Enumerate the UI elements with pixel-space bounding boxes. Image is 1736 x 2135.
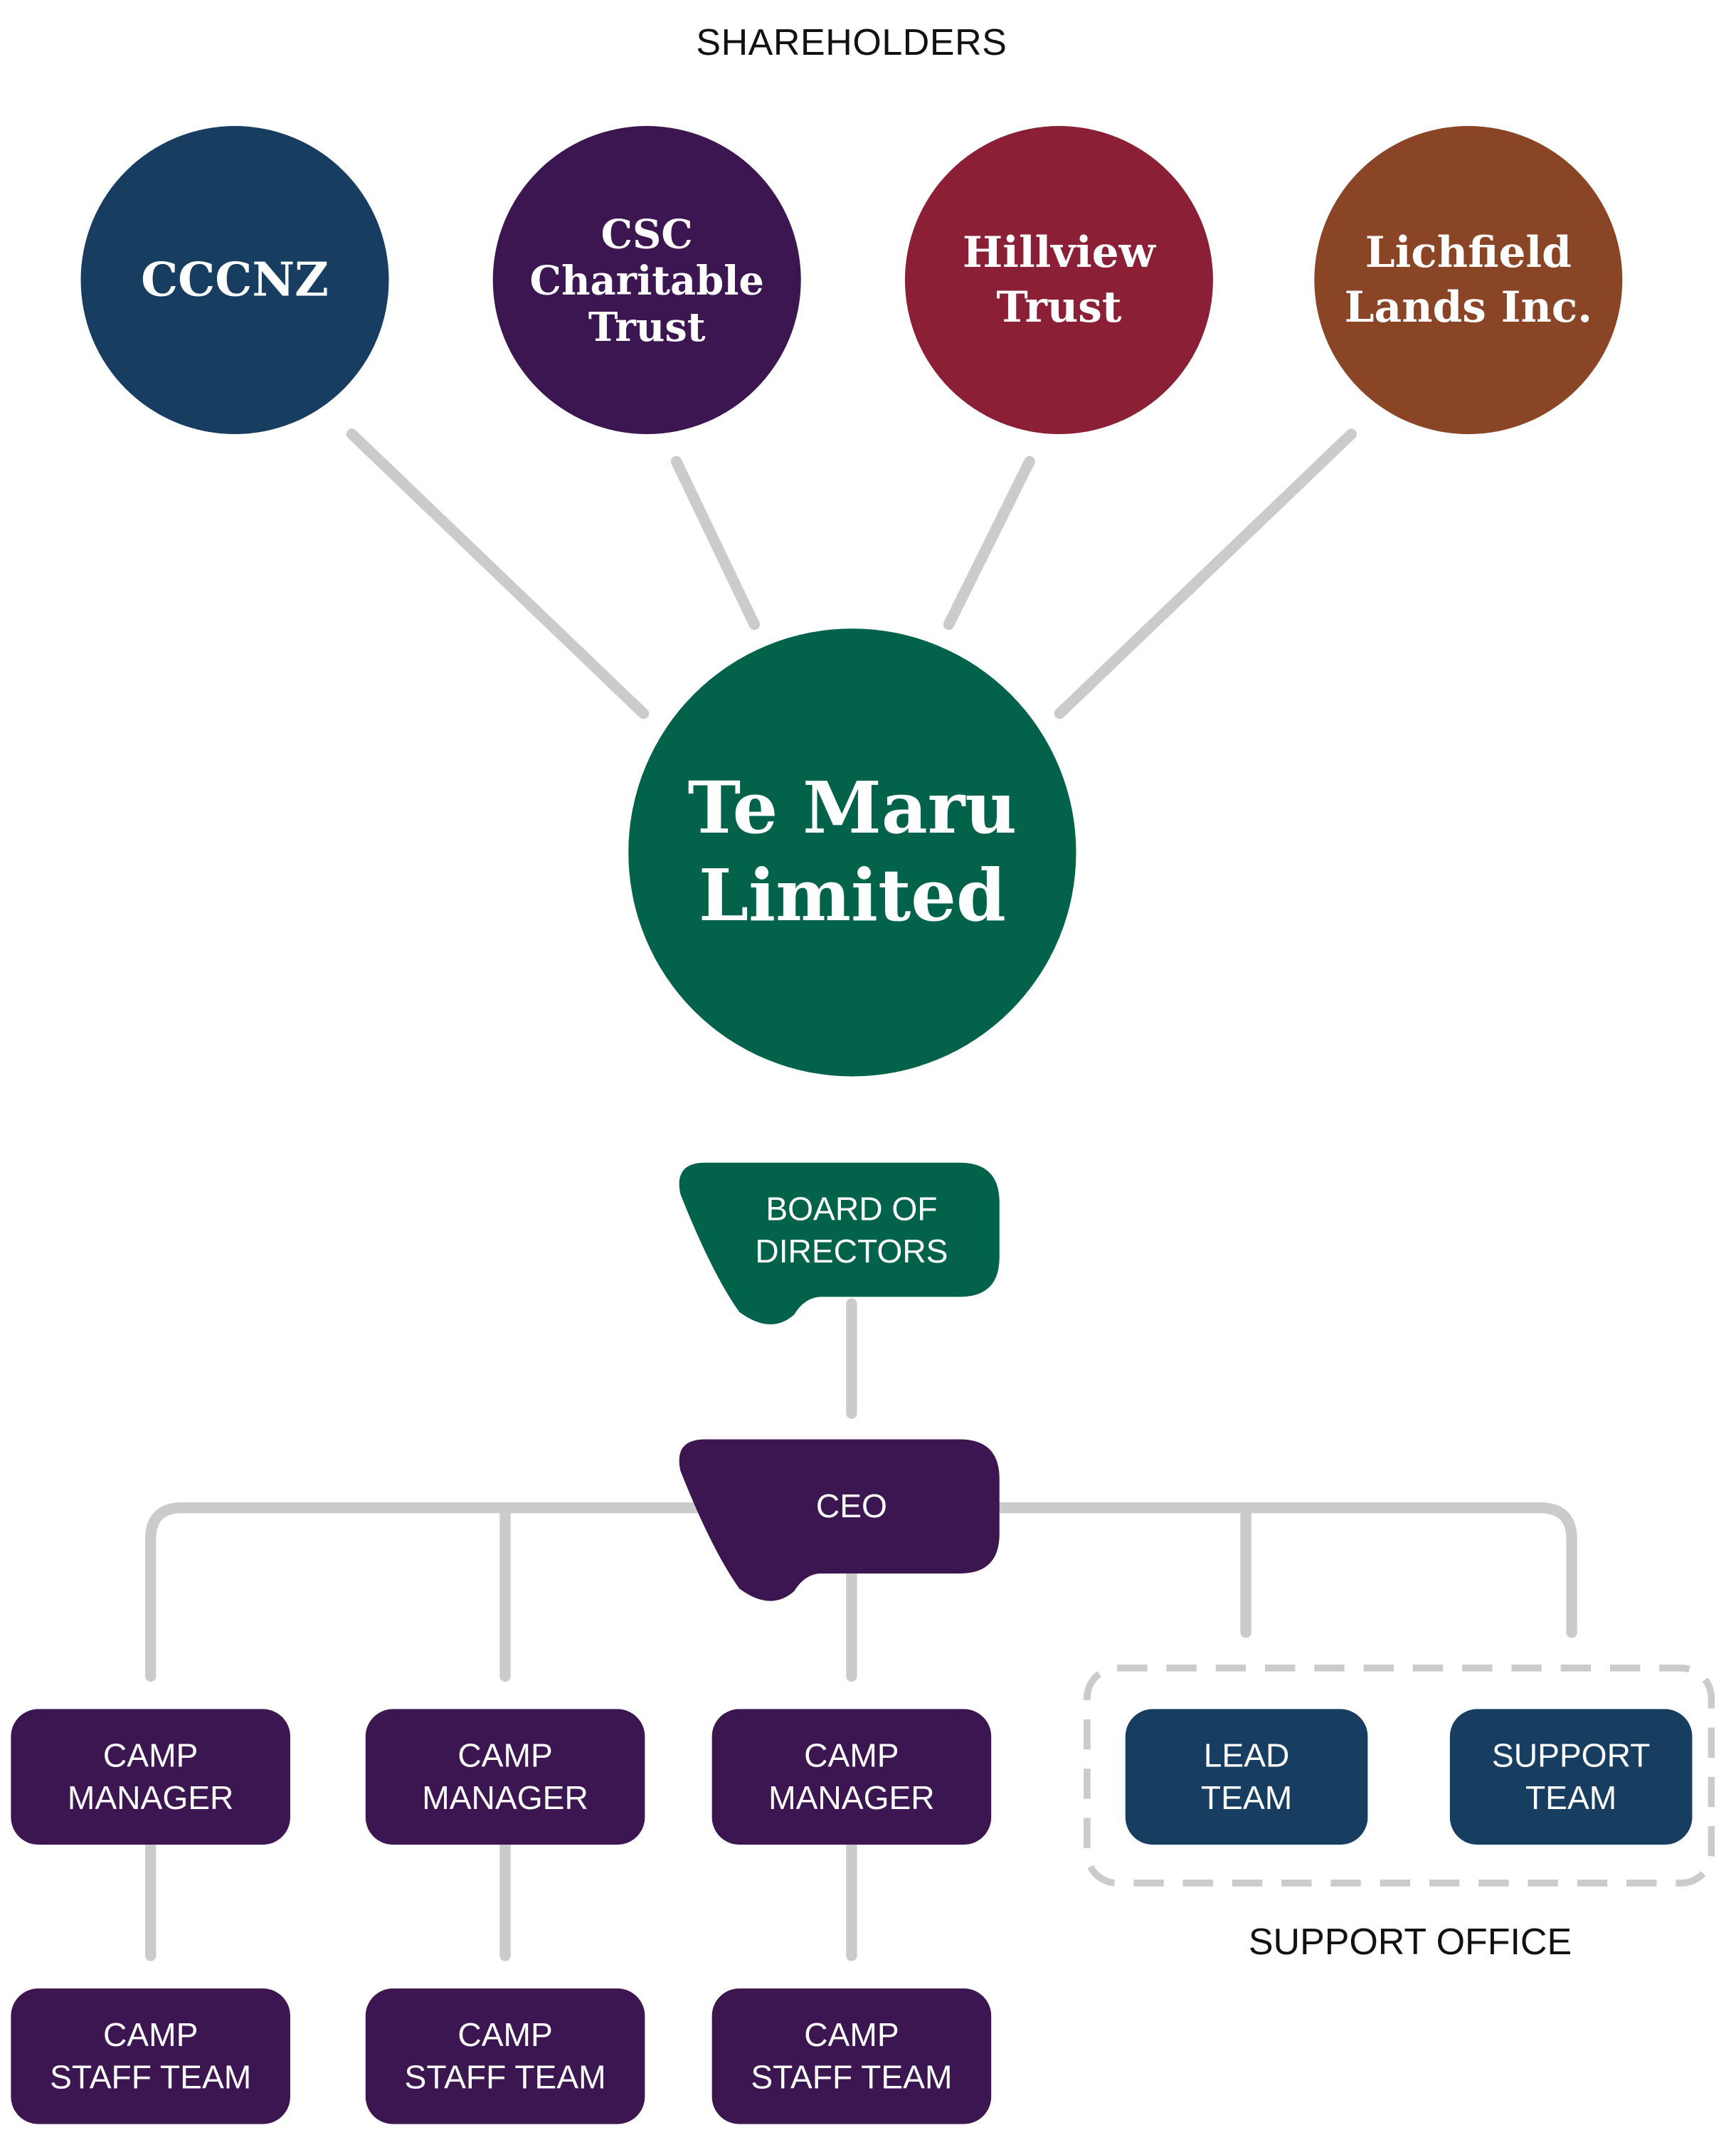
support-office-label: SUPPORT OFFICE (1248, 1921, 1572, 1963)
shareholder-hillview-label: Hillview Trust (962, 228, 1155, 332)
shareholders-title: SHAREHOLDERS (696, 21, 1007, 63)
shareholder-lichfield-label: Lichfield Lands Inc. (1344, 228, 1593, 332)
shareholder-csc: CSC Charitable Trust (492, 126, 801, 435)
ceo-shape (679, 1439, 1000, 1601)
board-shape (679, 1162, 1000, 1324)
shareholder-lichfield: Lichfield Lands Inc. (1314, 126, 1623, 435)
camp-staff-team-2: CAMP STAFF TEAM (365, 1988, 645, 2124)
line-hillview (943, 455, 1035, 631)
shareholder-hillview: Hillview Trust (904, 126, 1213, 435)
line-lichfield (1054, 428, 1357, 719)
line-cccnz (346, 428, 650, 719)
camp-manager-3: CAMP MANAGER (711, 1709, 992, 1845)
shareholder-cccnz-label: CCCNZ (141, 253, 329, 308)
camp-staff-team-3: CAMP STAFF TEAM (711, 1988, 992, 2124)
camp-manager-2: CAMP MANAGER (365, 1709, 645, 1845)
company-te-maru-limited: Te Maru Limited (628, 628, 1076, 1077)
board-of-directors-label: BOARD OF DIRECTORS (755, 1191, 948, 1271)
support-team: SUPPORT TEAM (1449, 1709, 1693, 1845)
shareholder-cccnz: CCCNZ (80, 126, 389, 435)
camp-staff-team-1: CAMP STAFF TEAM (11, 1988, 290, 2124)
shareholder-csc-label: CSC Charitable Trust (529, 210, 764, 350)
camp-manager-1: CAMP MANAGER (11, 1709, 290, 1845)
ceo-label: CEO (815, 1488, 887, 1526)
line-csc (670, 455, 760, 631)
support-office-frame (1084, 1664, 1715, 1887)
lead-team: LEAD TEAM (1125, 1709, 1368, 1845)
company-name: Te Maru Limited (687, 766, 1017, 938)
